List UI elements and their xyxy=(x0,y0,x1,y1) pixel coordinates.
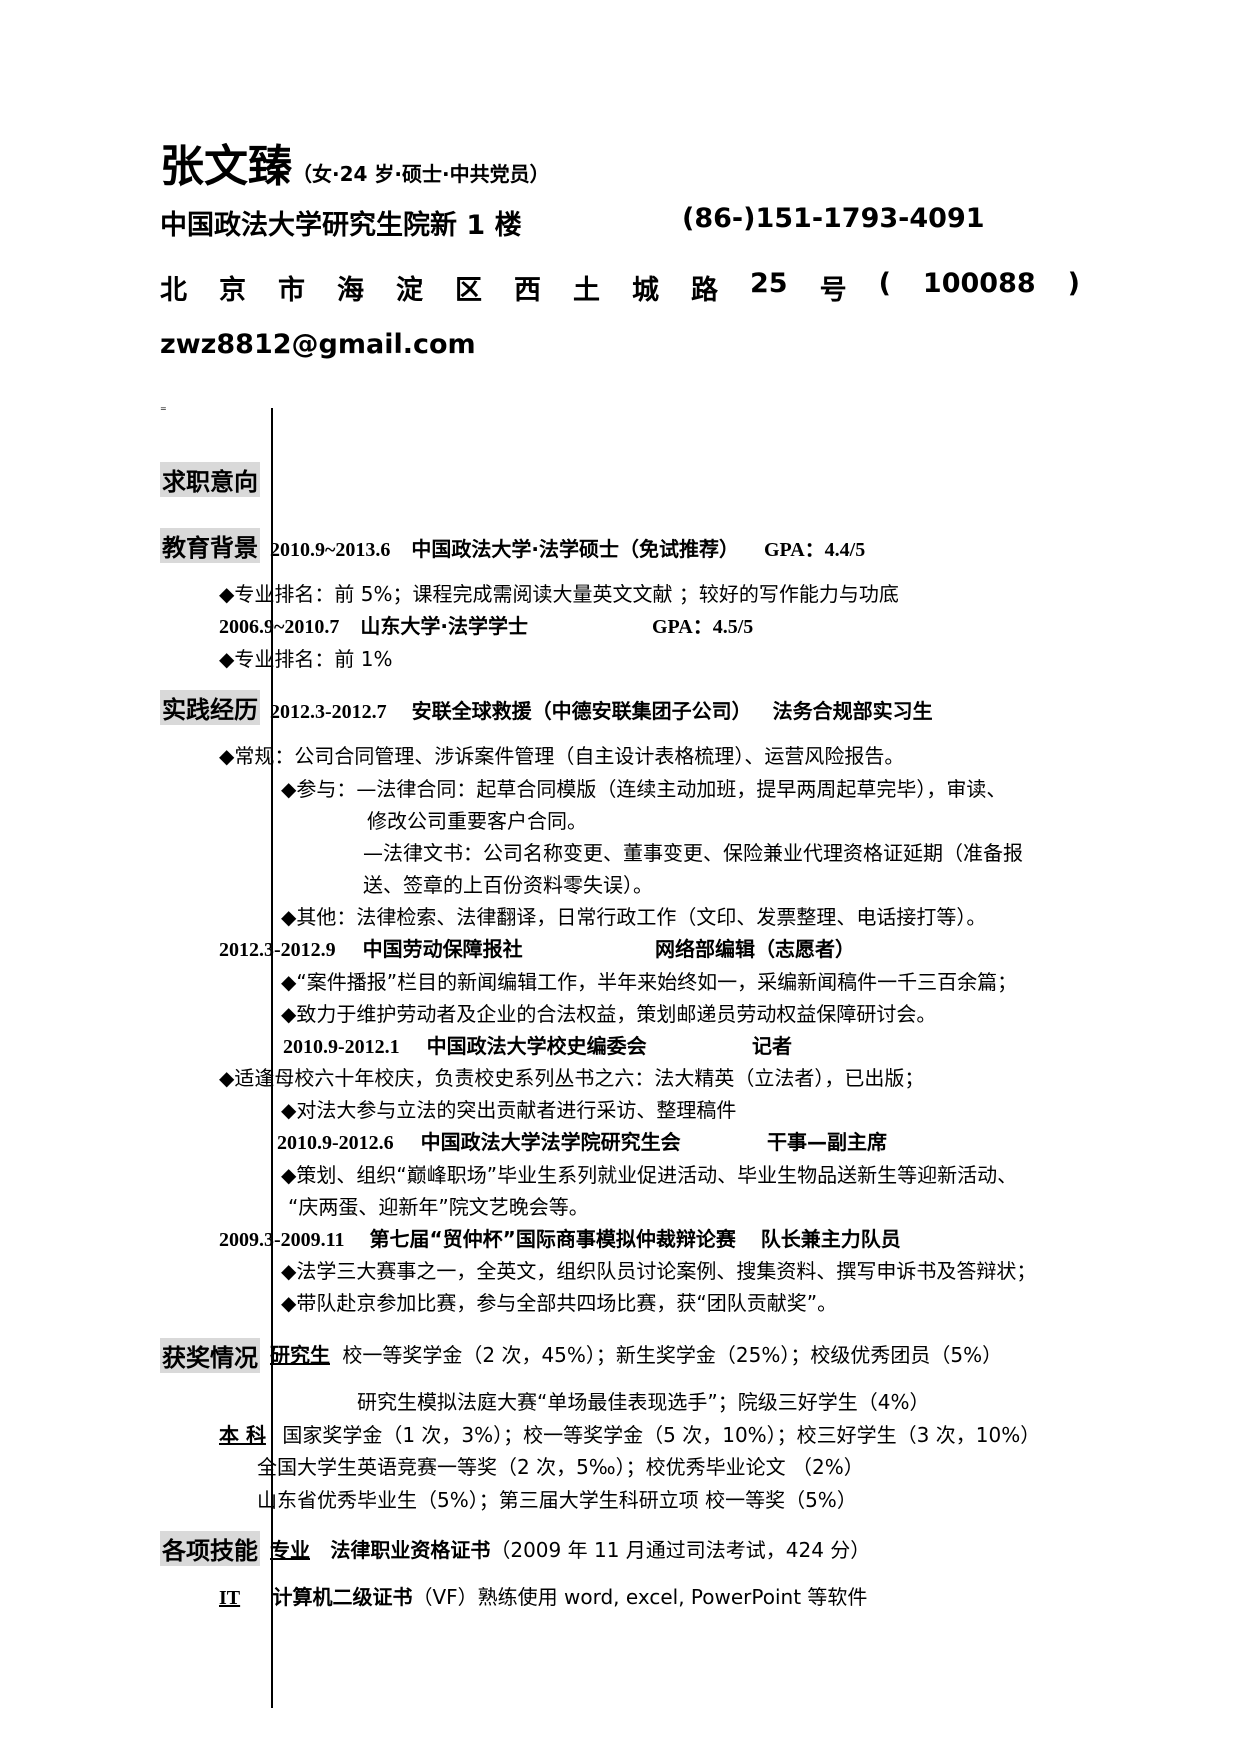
skills-1-detail: （2009 年 11 月通过司法考试，424 分） xyxy=(490,1538,871,1562)
name-text: 张文臻 xyxy=(160,141,292,192)
skills-line-1: 专业 法律职业资格证书（2009 年 11 月通过司法考试，424 分） xyxy=(270,1534,870,1563)
edu-1-detail: ◆专业排名：前 5%；课程完成需阅读大量英文文献 ；较好的写作能力与功底 xyxy=(219,582,899,606)
practice-2-date: 2012.3-2012.9 xyxy=(219,939,336,961)
awards-ug-line-2: 全国大学生英语竞赛一等奖（2 次，5‰）；校优秀毕业论文 （2%） xyxy=(257,1455,864,1479)
edu-2-school: 山东大学·法学学士 xyxy=(360,614,528,638)
edu-1-date: 2010.9~2013.6 xyxy=(270,539,391,561)
practice-3-line-2: ◆对法大参与立法的突出贡献者进行采访、整理稿件 xyxy=(281,1098,737,1122)
edu-1-gpa: GPA：4.4/5 xyxy=(763,539,866,561)
address-char: 淀 xyxy=(396,275,423,306)
awards-ug-label: 本 科 xyxy=(219,1423,266,1447)
address-line-2: 北 京 市 海 淀 区 西 土 城 路 25 号 (100088) xyxy=(160,268,1080,308)
candidate-name: 张文臻（女·24 岁·硕士·中共党员） xyxy=(160,130,550,194)
address-char: 市 xyxy=(278,275,305,306)
practice-1-role: 法务合规部实习生 xyxy=(772,699,933,723)
address-char: 区 xyxy=(455,275,482,306)
practice-1-header: 2012.3-2012.7 安联全球救援（中德安联集团子公司） 法务合规部实习生 xyxy=(270,695,933,724)
awards-grad-label: 研究生 xyxy=(270,1343,330,1367)
practice-2-header: 2012.3-2012.9 中国劳动保障报社 xyxy=(219,933,523,962)
address-char: 海 xyxy=(337,275,364,306)
practice-5-header: 2009.3-2009.11 第七届“贸仲杯”国际商事模拟仲裁辩论赛 队长兼主力… xyxy=(219,1223,901,1252)
practice-4-role: 干事—副主席 xyxy=(767,1130,887,1154)
practice-3-role: 记者 xyxy=(752,1034,792,1058)
practice-3-header: 2010.9-2012.1 中国政法大学校史编委会 xyxy=(283,1030,647,1059)
practice-4-line-2: “庆两蛋、迎新年”院文艺晚会等。 xyxy=(288,1195,589,1219)
address-char: 城 xyxy=(632,275,659,306)
awards-ug-line-1: 本 科 国家奖学金（1 次，3%）；校一等奖学金（5 次，10%）；校三好学生（… xyxy=(219,1419,1040,1448)
address-char: 京 xyxy=(219,275,246,306)
practice-4-line-1: ◆策划、组织“巅峰职场”毕业生系列就业促进活动、毕业生物品送新生等迎新活动、 xyxy=(281,1163,1018,1187)
address-char: 土 xyxy=(573,275,600,306)
practice-3-date: 2010.9-2012.1 xyxy=(283,1036,400,1058)
address-char: 25 xyxy=(750,268,788,299)
address-char: 100088 xyxy=(922,268,1036,299)
skills-2-cert: 计算机二级证书 xyxy=(272,1585,413,1609)
address-char: 西 xyxy=(514,275,541,306)
practice-4-org: 中国政法大学法学院研究生会 xyxy=(420,1130,681,1154)
practice-1-line-2: ◆参与：—法律合同：起草合同模版（连续主动加班，提早两周起草完毕），审读、 xyxy=(281,777,1007,801)
practice-2-line-2: ◆致力于维护劳动者及企业的合法权益，策划邮递员劳动权益保障研讨会。 xyxy=(281,1002,937,1026)
practice-2-role: 网络部编辑（志愿者） xyxy=(655,937,855,961)
edu-2-header: 2006.9~2010.7 山东大学·法学学士 xyxy=(219,610,528,639)
edu-2-detail: ◆专业排名：前 1% xyxy=(219,647,393,671)
practice-5-date: 2009.3-2009.11 xyxy=(219,1229,345,1251)
practice-1-line-1: ◆常规：公司合同管理、涉诉案件管理（自主设计表格梳理）、运营风险报告。 xyxy=(219,744,905,768)
awards-grad-line-1: 研究生 校一等奖学金（2 次，45%）；新生奖学金（25%）；校级优秀团员（5%… xyxy=(270,1339,1002,1368)
skills-1-label: 专业 xyxy=(270,1538,310,1562)
skills-line-2: IT 计算机二级证书（VF）熟练使用 word, excel, PowerPoi… xyxy=(219,1581,867,1610)
practice-2-org: 中国劳动保障报社 xyxy=(362,937,523,961)
edu-2-date: 2006.9~2010.7 xyxy=(219,616,340,638)
practice-5-org: 第七届“贸仲杯”国际商事模拟仲裁辩论赛 xyxy=(369,1227,736,1251)
practice-5-line-1: ◆法学三大赛事之一，全英文，组织队员讨论案例、搜集资料、撰写申诉书及答辩状； xyxy=(281,1259,1037,1283)
practice-3-org: 中国政法大学校史编委会 xyxy=(426,1034,647,1058)
skills-2-label: IT xyxy=(219,1587,241,1609)
edu-2-gpa: GPA：4.5/5 xyxy=(652,616,754,638)
email-address[interactable]: zwz8812@gmail.com xyxy=(160,329,476,360)
address-line-1: 中国政法大学研究生院新 1 楼 xyxy=(160,210,522,241)
practice-1-line-4: —法律文书：公司名称变更、董事变更、保险兼业代理资格证延期（准备报 xyxy=(363,841,1023,865)
practice-4-header: 2010.9-2012.6 中国政法大学法学院研究生会 xyxy=(277,1126,681,1155)
small-mark: = xyxy=(160,404,167,413)
address-char: 北 xyxy=(160,275,187,306)
address-char: ) xyxy=(1067,268,1080,299)
edu-1-header: 2010.9~2013.6 中国政法大学·法学硕士（免试推荐） GPA：4.4/… xyxy=(270,533,865,562)
awards-ug-line-3: 山东省优秀毕业生（5%）；第三届大学生科研立项 校一等奖（5%） xyxy=(257,1488,857,1512)
name-subtitle: （女·24 岁·硕士·中共党员） xyxy=(292,162,550,186)
vertical-divider xyxy=(271,408,273,1708)
practice-2-line-1: ◆“案件播报”栏目的新闻编辑工作，半年来始终如一，采编新闻稿件一千三百余篇； xyxy=(281,970,1018,994)
section-intent: 求职意向 xyxy=(160,462,260,497)
practice-3-line-1: ◆适逢母校六十年校庆，负责校史系列丛书之六：法大精英（立法者），已出版； xyxy=(219,1066,925,1090)
practice-1-line-5: 送、签章的上百份资料零失误）。 xyxy=(363,873,653,897)
practice-1-date: 2012.3-2012.7 xyxy=(270,701,387,723)
edu-1-school: 中国政法大学·法学硕士（免试推荐） xyxy=(411,537,739,561)
section-skills: 各项技能 xyxy=(160,1531,260,1566)
practice-5-role: 队长兼主力队员 xyxy=(760,1227,901,1251)
phone-number: (86-)151-1793-4091 xyxy=(682,203,985,234)
awards-grad-line-2: 研究生模拟法庭大赛“单场最佳表现选手”；院级三好学生（4%） xyxy=(357,1390,930,1414)
practice-5-line-2: ◆带队赴京参加比赛，参与全部共四场比赛，获“团队贡献奖”。 xyxy=(281,1291,838,1315)
skills-2-detail: （VF）熟练使用 word, excel, PowerPoint 等软件 xyxy=(412,1585,868,1609)
address-char: 号 xyxy=(819,275,847,306)
address-char: ( xyxy=(878,268,891,299)
practice-1-line-3: 修改公司重要客户合同。 xyxy=(367,809,587,833)
practice-1-org: 安联全球救援（中德安联集团子公司） xyxy=(411,699,752,723)
awards-ug-text-1: 国家奖学金（1 次，3%）；校一等奖学金（5 次，10%）；校三好学生（3 次，… xyxy=(282,1423,1041,1447)
address-char: 路 xyxy=(691,275,718,306)
section-education: 教育背景 xyxy=(160,528,260,563)
practice-1-line-6: ◆其他：法律检索、法律翻译，日常行政工作（文印、发票整理、电话接打等）。 xyxy=(281,905,987,929)
practice-4-date: 2010.9-2012.6 xyxy=(277,1132,394,1154)
section-awards: 获奖情况 xyxy=(160,1338,260,1373)
section-practice: 实践经历 xyxy=(160,690,260,725)
skills-1-cert: 法律职业资格证书 xyxy=(330,1538,491,1562)
awards-grad-text-1: 校一等奖学金（2 次，45%）；新生奖学金（25%）；校级优秀团员（5%） xyxy=(342,1343,1003,1367)
